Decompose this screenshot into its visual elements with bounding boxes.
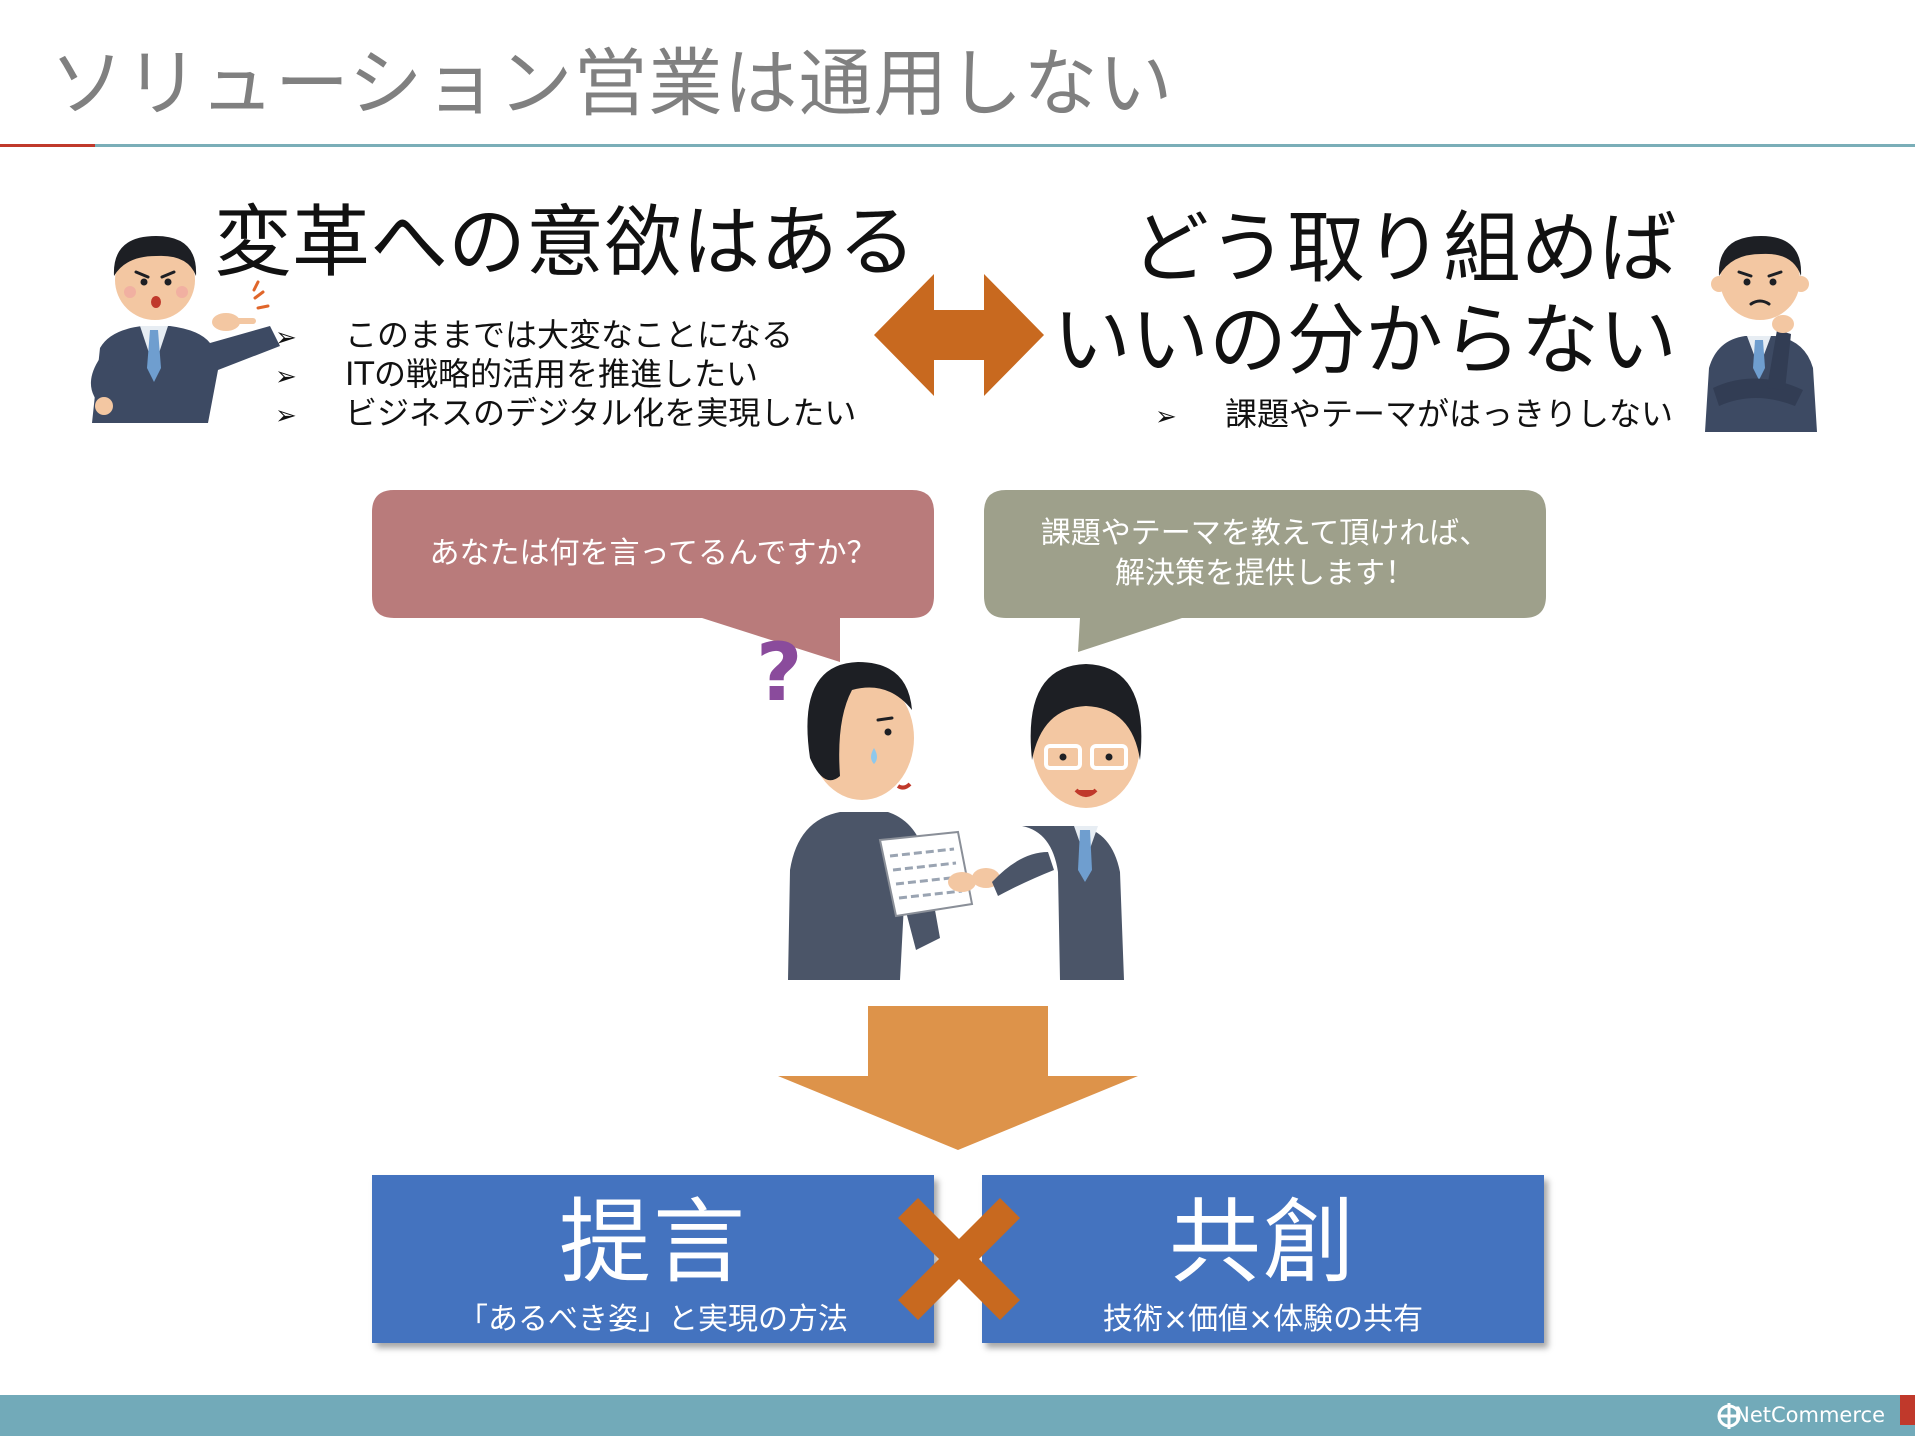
footer-accent [1900, 1395, 1915, 1425]
left-heading: 変革への意欲はある [214, 198, 917, 288]
arrow-bullet-icon: ➢ [275, 362, 297, 392]
proposal-subtitle: 「あるべき姿」と実現の方法 [458, 1302, 848, 1337]
angry-businessman-illustration [90, 236, 280, 423]
double-arrow-icon [874, 274, 1044, 396]
speech-bubble-left-text: あなたは何を言ってるんですか？ [429, 536, 877, 571]
left-bullet-list: ➢このままでは大変なことになる ➢ITの戦略的活用を推進したい ➢ビジネスのデジ… [275, 316, 856, 433]
title-rule-accent [0, 144, 95, 147]
right-bullet-list: ➢課題やテーマがはっきりしない [1155, 395, 1673, 434]
right-heading-line-2: いいの分からない [1052, 296, 1677, 386]
list-item: ➢課題やテーマがはっきりしない [1155, 395, 1673, 434]
worried-businessman-illustration [1705, 236, 1817, 432]
co-creation-box: 共創 技術×価値×体験の共有 [982, 1175, 1544, 1343]
down-arrow-icon [778, 1006, 1138, 1150]
right-heading-line-1: どう取り組めば [1130, 204, 1677, 294]
list-item: ➢このままでは大変なことになる [275, 316, 856, 355]
speech-bubble-right [984, 490, 1546, 652]
footer-logo-text: NetCommerce [1734, 1403, 1885, 1427]
slide-title: ソリューション営業は通用しない [50, 41, 1174, 127]
title-rule [95, 144, 1915, 147]
proposal-box: 提言 「あるべき姿」と実現の方法 [372, 1175, 934, 1343]
arrow-bullet-icon: ➢ [275, 323, 297, 353]
svg-text:?: ? [756, 626, 802, 719]
arrow-bullet-icon: ➢ [275, 401, 297, 431]
arrow-bullet-icon: ➢ [1155, 402, 1177, 432]
speech-bubble-left [372, 490, 934, 662]
speech-bubble-right-text: 課題やテーマを教えて頂ければ、 解決策を提供します！ [1040, 516, 1490, 591]
list-item: ➢ITの戦略的活用を推進したい [275, 355, 856, 394]
list-item: ➢ビジネスのデジタル化を実現したい [275, 394, 856, 433]
netcommerce-logo-icon [1717, 1403, 1741, 1429]
proposal-title: 提言 [558, 1189, 747, 1296]
co-creation-title: 共創 [1168, 1189, 1357, 1296]
cross-icon [898, 1198, 1020, 1320]
business-meeting-illustration: ? [756, 626, 1142, 980]
co-creation-subtitle: 技術×価値×体験の共有 [1102, 1302, 1424, 1337]
footer-bar [0, 1395, 1915, 1436]
